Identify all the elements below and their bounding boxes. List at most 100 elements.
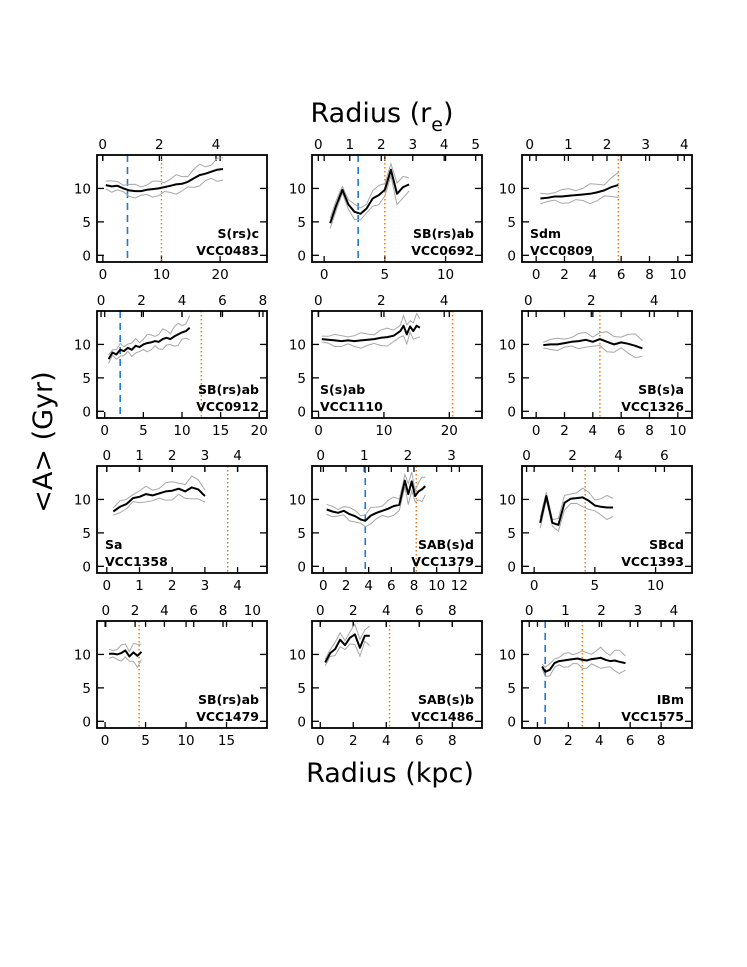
lower-error-curve [541,662,626,677]
x2-tick-label: 4 [233,448,242,464]
y-tick-label: 5 [82,371,91,387]
upper-error-curve [105,157,224,188]
x-tick-label: 0 [530,578,539,594]
y-tick-label: 5 [82,681,91,697]
x2-tick-label: 4 [440,293,449,309]
x2-tick-label: 8 [448,603,457,619]
galaxy-id-label: VCC1479 [196,709,259,724]
x-tick-label: 10 [428,578,445,594]
x-tick-label: 0 [532,267,541,283]
lower-error-curve [540,195,619,205]
panel-frame [521,154,693,263]
x2-tick-label: 3 [641,137,650,153]
x-tick-label: 4 [382,733,391,749]
panel-frame [96,620,268,729]
y-tick-label: 10 [499,337,516,353]
y-tick-label: 0 [507,559,516,575]
y-tick-label: 10 [74,337,91,353]
y-tick-label: 10 [289,181,306,197]
y-tick-label: 5 [82,215,91,231]
x2-tick-label: 6 [660,448,669,464]
mean-age-profile [540,184,619,200]
x-tick-label: 5 [141,733,150,749]
x2-tick-label: 1 [345,137,354,153]
morphology-label: SB(rs)ab [198,382,259,397]
x-tick-label: 10 [669,423,686,439]
x2-tick-label: 2 [168,448,177,464]
x-tick-label: 6 [617,267,626,283]
y-tick-label: 10 [74,492,91,508]
x2-tick-label: 0 [314,137,323,153]
morphology-label: S(s)ab [320,382,365,397]
galaxy-id-label: VCC1358 [105,554,168,569]
x-tick-label: 6 [626,733,635,749]
lower-error-curve [108,656,142,669]
panel-frame [311,465,483,574]
x2-tick-label: 0 [524,293,533,309]
x-tick-label: 2 [564,733,573,749]
galaxy-id-label: VCC0809 [530,243,593,258]
x-tick-label: 6 [415,733,424,749]
y-tick-label: 0 [297,714,306,730]
mean-age-profile [326,479,426,522]
x2-tick-label: 3 [447,448,456,464]
galaxy-id-label: VCC0483 [196,243,259,258]
y-tick-label: 5 [297,215,306,231]
lower-error-curve [113,493,206,516]
mean-age-profile [543,338,643,350]
x-tick-label: 12 [451,578,468,594]
x-tick-label: 0 [101,733,110,749]
x-tick-label: 10 [437,267,454,283]
galaxy-id-label: VCC0692 [411,243,474,258]
lower-error-curve [329,175,410,229]
mean-age-profile [321,324,421,343]
y-tick-label: 10 [289,337,306,353]
x-tick-label: 1 [135,578,144,594]
y-tick-label: 0 [507,404,516,420]
x2-tick-label: 0 [98,137,107,153]
upper-error-curve [543,331,643,343]
y-tick-label: 10 [499,181,516,197]
upper-error-curve [108,315,191,356]
x-tick-label: 2 [342,578,351,594]
y-tick-label: 0 [297,248,306,264]
mean-age-profile [112,486,206,513]
upper-error-curve [329,162,410,219]
bottom-axis-title: Radius (kpc) [306,758,474,789]
x2-tick-label: 2 [155,137,164,153]
galaxy-id-label: VCC1575 [621,709,684,724]
galaxy-id-label: VCC0912 [196,399,259,414]
x2-tick-label: 0 [316,448,325,464]
upper-error-curve [112,475,206,509]
mean-age-profile [105,168,224,193]
x2-tick-label: 10 [244,603,261,619]
x2-tick-label: 2 [597,603,606,619]
x-tick-label: 10 [669,267,686,283]
y-tick-label: 5 [507,215,516,231]
x2-tick-label: 2 [349,603,358,619]
x-tick-label: 2 [560,423,569,439]
upper-error-curve [541,646,626,668]
mean-age-profile [107,326,191,360]
x-tick-label: 0 [314,423,323,439]
lower-error-curve [108,337,190,364]
x-tick-label: 10 [647,578,664,594]
x-tick-label: 6 [387,578,396,594]
x2-tick-label: 2 [131,603,140,619]
x2-tick-label: 0 [525,603,534,619]
x2-tick-label: 2 [587,293,596,309]
x-tick-label: 0 [100,423,109,439]
y-tick-label: 5 [82,526,91,542]
x2-tick-label: 4 [650,293,659,309]
mean-age-profile [109,649,143,658]
x-tick-label: 8 [410,578,419,594]
x2-tick-label: 2 [377,137,386,153]
x-tick-label: 8 [448,733,457,749]
y-tick-label: 0 [297,559,306,575]
x-tick-label: 0 [103,578,112,594]
x-tick-label: 20 [441,423,458,439]
x2-tick-label: 4 [160,603,169,619]
